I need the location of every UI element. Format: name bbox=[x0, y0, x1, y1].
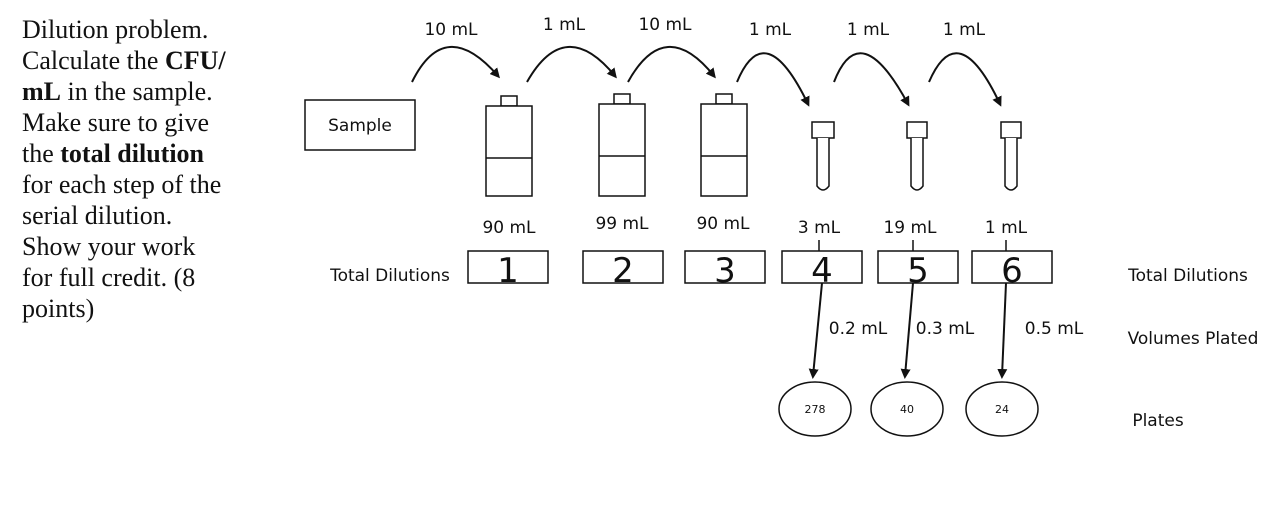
problem-line: Make sure to give bbox=[22, 108, 210, 137]
problem-text-fragment: the bbox=[22, 139, 61, 168]
problem-line: points) bbox=[22, 294, 95, 323]
transfer-arrow bbox=[627, 46, 716, 83]
diluent-volume: 99 mL bbox=[595, 214, 649, 234]
step-number: 5 bbox=[907, 251, 929, 291]
tube-icon bbox=[811, 121, 835, 191]
diluent-volume: 90 mL bbox=[696, 214, 750, 234]
problem-line: Calculate the CFU/ bbox=[22, 45, 292, 76]
transfer-label: 1 mL bbox=[847, 20, 890, 40]
diluent-volume: 1 mL bbox=[985, 218, 1028, 238]
tube-icon bbox=[1000, 121, 1022, 191]
step-number: 1 bbox=[497, 251, 519, 291]
agar-plate bbox=[778, 381, 852, 437]
diluent-volume: 19 mL bbox=[883, 218, 937, 238]
problem-line: Dilution problem. bbox=[22, 15, 209, 44]
step-number: 3 bbox=[714, 251, 736, 291]
bottle-icon bbox=[485, 95, 533, 197]
agar-plate bbox=[965, 381, 1039, 437]
diluent-volume: 3 mL bbox=[798, 218, 841, 238]
dilution-step-box bbox=[877, 250, 959, 284]
volume-plated: 0.2 mL bbox=[829, 319, 888, 339]
volumes-plated-label: Volumes Plated bbox=[1128, 329, 1259, 349]
total-dilutions-label: Total Dilutions bbox=[329, 266, 450, 286]
transfer-label: 1 mL bbox=[943, 20, 986, 40]
plating-arrow bbox=[900, 282, 914, 379]
transfer-arrow bbox=[833, 52, 910, 107]
transfer-label: 10 mL bbox=[424, 20, 478, 40]
plates-label: Plates bbox=[1132, 411, 1184, 431]
plate-count: 24 bbox=[995, 403, 1009, 416]
problem-text-fragment: Calculate the bbox=[22, 46, 165, 75]
step-number: 2 bbox=[612, 251, 634, 291]
total-dilutions-label: Total Dilutions bbox=[1127, 266, 1248, 286]
sample-label: Sample bbox=[328, 116, 392, 136]
sample-box bbox=[304, 99, 416, 151]
problem-line: the total dilution bbox=[22, 138, 292, 169]
dilution-step-box bbox=[467, 250, 549, 284]
plating-arrow bbox=[808, 282, 823, 379]
problem-text-fragment: in the sample. bbox=[61, 77, 213, 106]
transfer-label: 1 mL bbox=[749, 20, 792, 40]
volume-plated: 0.5 mL bbox=[1025, 319, 1084, 339]
bottle-icon bbox=[700, 93, 748, 197]
dilution-step-box bbox=[684, 250, 766, 284]
problem-emphasis: total dilution bbox=[60, 139, 205, 168]
transfer-arrow bbox=[736, 52, 810, 107]
problem-emphasis: CFU/ bbox=[164, 46, 226, 75]
problem-line: mL in the sample. bbox=[22, 76, 292, 107]
transfer-arrow bbox=[411, 46, 500, 83]
transfer-label: 1 mL bbox=[543, 15, 586, 35]
bottle-icon bbox=[598, 93, 646, 197]
dilution-step-box bbox=[582, 250, 664, 284]
problem-line: Show your work bbox=[22, 232, 196, 261]
step-number: 4 bbox=[811, 251, 833, 291]
problem-emphasis: mL bbox=[22, 77, 61, 106]
tube-icon bbox=[906, 121, 928, 191]
transfer-label: 10 mL bbox=[638, 15, 692, 35]
problem-line: serial dilution. bbox=[22, 201, 173, 230]
step-number: 6 bbox=[1001, 251, 1023, 291]
transfer-arrow bbox=[928, 52, 1002, 107]
problem-line: for each step of the bbox=[22, 170, 222, 199]
dilution-step-box bbox=[781, 250, 863, 284]
problem-statement: Dilution problem. Calculate the CFU/ mL … bbox=[22, 14, 292, 324]
plate-count: 278 bbox=[805, 403, 826, 416]
plate-count: 40 bbox=[900, 403, 914, 416]
problem-line: for full credit. (8 bbox=[22, 263, 196, 292]
plating-arrow bbox=[997, 282, 1008, 379]
diluent-volume: 90 mL bbox=[482, 218, 536, 238]
dilution-step-box bbox=[971, 250, 1053, 284]
transfer-arrow bbox=[526, 46, 617, 83]
agar-plate bbox=[870, 381, 944, 437]
volume-plated: 0.3 mL bbox=[916, 319, 975, 339]
